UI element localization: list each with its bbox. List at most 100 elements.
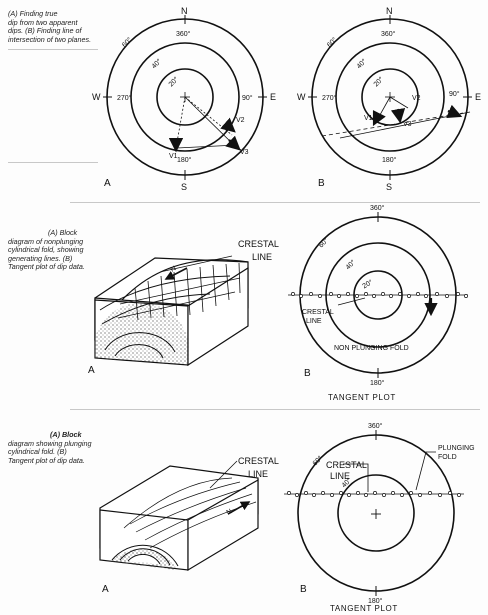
label-20: 20° bbox=[167, 75, 180, 88]
tangent-plot-title: TANGENT PLOT bbox=[328, 393, 396, 402]
crestal-label: LINE bbox=[330, 471, 350, 481]
crestal-label: CRESTAL bbox=[326, 460, 367, 470]
caption-line: diagram of nonplunging bbox=[8, 236, 84, 246]
caption-line: cylindrical fold, showing bbox=[8, 245, 84, 255]
block-diagram-plunging: N CRESTAL LINE A bbox=[99, 456, 279, 595]
caption-line: generating lines. (B) bbox=[8, 253, 73, 263]
crestal-line-leader bbox=[209, 460, 238, 489]
plunging-fold-label: PLUNGING bbox=[438, 445, 475, 452]
net-40-circle bbox=[335, 42, 445, 152]
label-180: 180° bbox=[368, 597, 383, 605]
label-270: 270° bbox=[322, 94, 337, 102]
label-60: 60° bbox=[120, 36, 133, 49]
fold-surface-curve bbox=[101, 293, 211, 325]
label-40: 40° bbox=[344, 258, 357, 271]
stereonet-1a: N S W E 360° 270° 90° 180° 60° 40° 20° V… bbox=[92, 6, 276, 192]
tangent-plot-plunging: 360° 180° 60° 40° CRESTAL LINE PLUNGING … bbox=[284, 422, 475, 613]
north-arrow bbox=[164, 267, 188, 280]
label-v2: V2 bbox=[236, 117, 245, 124]
label-v2: V2 bbox=[412, 95, 421, 102]
caption-panel-3: (A) Block diagram showing plunging cylin… bbox=[8, 430, 92, 465]
fold-crest-curve bbox=[121, 259, 249, 301]
net-40-circle bbox=[337, 474, 415, 552]
label-60: 60° bbox=[325, 36, 338, 49]
label-40: 40° bbox=[150, 57, 163, 70]
caption-line: dips. (B) Finding line of bbox=[8, 26, 82, 36]
label-270: 270° bbox=[117, 94, 132, 102]
section-divider bbox=[70, 202, 480, 203]
crestal-leader bbox=[343, 463, 369, 492]
arrow-v1 bbox=[372, 110, 386, 127]
north-arrow bbox=[227, 501, 251, 515]
north-label: N bbox=[226, 508, 234, 517]
label-b: B bbox=[300, 584, 307, 595]
label-a: A bbox=[102, 584, 109, 595]
label-360: 360° bbox=[370, 204, 385, 212]
data-points bbox=[291, 292, 468, 298]
caption-rule bbox=[8, 49, 98, 50]
label-v1: V1 bbox=[169, 153, 178, 160]
label-360: 360° bbox=[176, 30, 191, 38]
label-360: 360° bbox=[368, 422, 383, 430]
caption-line: cylindrical fold. (B) bbox=[8, 447, 67, 457]
crestal-line-leader bbox=[159, 255, 233, 273]
caption-line: intersection of two planes. bbox=[8, 34, 92, 44]
net-20-circle bbox=[156, 68, 214, 126]
crestal-label: LINE bbox=[248, 469, 268, 479]
label-a: A bbox=[88, 365, 95, 376]
compass-e: E bbox=[270, 92, 276, 102]
caption-rule bbox=[8, 162, 98, 163]
compass-w: W bbox=[92, 92, 101, 102]
tangent-plot-title: TANGENT PLOT bbox=[330, 604, 398, 613]
compass-s: S bbox=[181, 182, 187, 192]
label-a: A bbox=[104, 178, 111, 189]
caption-line: (A) Block bbox=[48, 228, 78, 237]
fold-core bbox=[127, 553, 161, 565]
label-360: 360° bbox=[381, 30, 396, 38]
label-b: B bbox=[318, 178, 325, 189]
dip-line-v2 bbox=[389, 96, 409, 109]
label-90: 90° bbox=[242, 94, 253, 102]
compass-n: N bbox=[181, 6, 188, 16]
crestal-label: CRESTAL bbox=[302, 309, 334, 316]
caption-line: diagram showing plunging bbox=[8, 438, 92, 448]
crestal-label: LINE bbox=[306, 318, 322, 325]
fold-stipple bbox=[95, 302, 188, 365]
crestal-leader bbox=[337, 297, 366, 306]
north-label: N bbox=[170, 265, 178, 274]
label-180: 180° bbox=[382, 156, 397, 164]
fold-surface-curve bbox=[99, 275, 231, 311]
label-40: 40° bbox=[355, 57, 368, 70]
label-90: 90° bbox=[449, 90, 460, 98]
label-b: B bbox=[304, 368, 311, 379]
fold-layer bbox=[114, 344, 164, 359]
stereonet-1b: N S W E 360° 270° 90° 180° 60° 40° 20° V… bbox=[297, 6, 481, 192]
dip-line-v1 bbox=[175, 96, 186, 149]
tangent-plot-nonplunging: 360° 180° 60° 40° 20° CRESTAL LINE NON P… bbox=[288, 204, 468, 402]
label-v3: V3 bbox=[240, 149, 249, 156]
dip-line-v2 bbox=[184, 96, 233, 136]
label-20: 20° bbox=[361, 278, 374, 290]
section-divider bbox=[70, 409, 480, 410]
caption-panel-2: (A) Block diagram of nonplunging cylindr… bbox=[8, 228, 85, 272]
caption-line: Tangent plot of dip data. bbox=[8, 455, 85, 465]
label-180: 180° bbox=[177, 156, 192, 164]
block-diagram-nonplunging: N CRESTAL LINE A bbox=[88, 239, 279, 376]
label-v1: V1 bbox=[364, 115, 373, 122]
generating-lines bbox=[117, 262, 241, 321]
arrow-v3 bbox=[390, 107, 406, 124]
plunging-fold-label: FOLD bbox=[438, 454, 457, 461]
net-40-circle bbox=[130, 42, 240, 152]
crestal-label: LINE bbox=[252, 252, 272, 262]
crestal-label: CRESTAL bbox=[238, 239, 279, 249]
caption-line: dip from two apparent bbox=[8, 17, 78, 27]
net-20-circle bbox=[361, 68, 419, 126]
plane-1 bbox=[321, 112, 464, 137]
compass-n: N bbox=[386, 6, 393, 16]
compass-e: E bbox=[475, 92, 481, 102]
arrow-v2 bbox=[220, 117, 236, 133]
arrow-e bbox=[446, 104, 463, 119]
compass-s: S bbox=[386, 182, 392, 192]
